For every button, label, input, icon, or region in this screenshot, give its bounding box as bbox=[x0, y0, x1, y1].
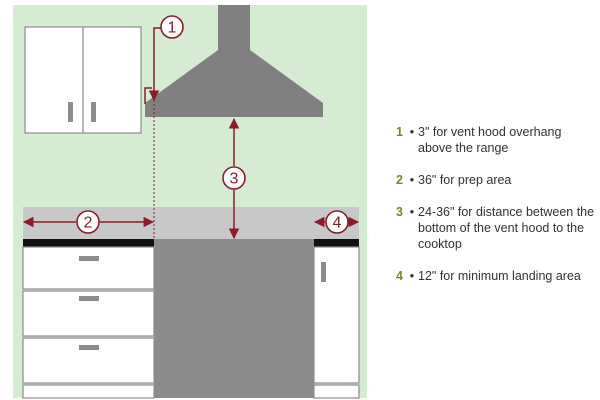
legend-text: 36" for prep area bbox=[418, 173, 512, 187]
counter-edge-left bbox=[23, 239, 154, 247]
marker-2-circle bbox=[76, 210, 100, 234]
marker-4-label: 4 bbox=[333, 215, 342, 232]
counter-edge-right bbox=[314, 239, 359, 247]
legend-bullet: • bbox=[409, 205, 415, 219]
left-base-cabinet bbox=[22, 246, 155, 399]
marker-1-overhang: 1 bbox=[144, 15, 184, 240]
upper-cabinet bbox=[24, 26, 142, 134]
legend: 1 • 3" for vent hood overhang above the … bbox=[396, 124, 596, 300]
marker-1-circle bbox=[160, 15, 184, 39]
legend-bullet: • bbox=[409, 125, 415, 139]
marker-3-label: 3 bbox=[230, 171, 239, 188]
marker-3-hood-height: 3 bbox=[222, 117, 246, 240]
legend-item-4: 4 • 12" for minimum landing area bbox=[396, 268, 596, 284]
countertop bbox=[23, 207, 359, 239]
range bbox=[154, 239, 314, 398]
right-cabinet-handle bbox=[321, 262, 326, 282]
legend-item-3: 3 • 24-36" for distance between the bott… bbox=[396, 204, 596, 252]
marker-2-prep-area: 2 bbox=[22, 210, 155, 234]
drawer-handle-top bbox=[79, 256, 99, 261]
marker-4-landing-area: 4 bbox=[313, 210, 360, 234]
drawer-handle-middle bbox=[79, 296, 99, 301]
legend-text: 12" for minimum landing area bbox=[418, 269, 581, 283]
legend-text: 3" for vent hood overhang above the rang… bbox=[418, 125, 562, 155]
marker-4-circle bbox=[325, 210, 349, 234]
marker-1-label: 1 bbox=[168, 20, 177, 37]
drawer-handle-bottom bbox=[79, 345, 99, 350]
vent-hood bbox=[145, 5, 323, 117]
legend-bullet: • bbox=[409, 269, 415, 283]
legend-number: 4 bbox=[396, 269, 403, 283]
upper-cabinet-left-handle bbox=[68, 102, 73, 122]
legend-number: 3 bbox=[396, 205, 403, 219]
legend-text: 24-36" for distance between the bottom o… bbox=[418, 205, 595, 251]
marker-3-circle bbox=[222, 166, 246, 190]
legend-item-2: 2 • 36" for prep area bbox=[396, 172, 596, 188]
upper-cabinet-right-handle bbox=[91, 102, 96, 122]
marker-2-label: 2 bbox=[84, 215, 93, 232]
legend-item-1: 1 • 3" for vent hood overhang above the … bbox=[396, 124, 596, 156]
legend-number: 2 bbox=[396, 173, 403, 187]
legend-number: 1 bbox=[396, 125, 403, 139]
legend-bullet: • bbox=[409, 173, 415, 187]
right-base-cabinet bbox=[313, 246, 360, 399]
